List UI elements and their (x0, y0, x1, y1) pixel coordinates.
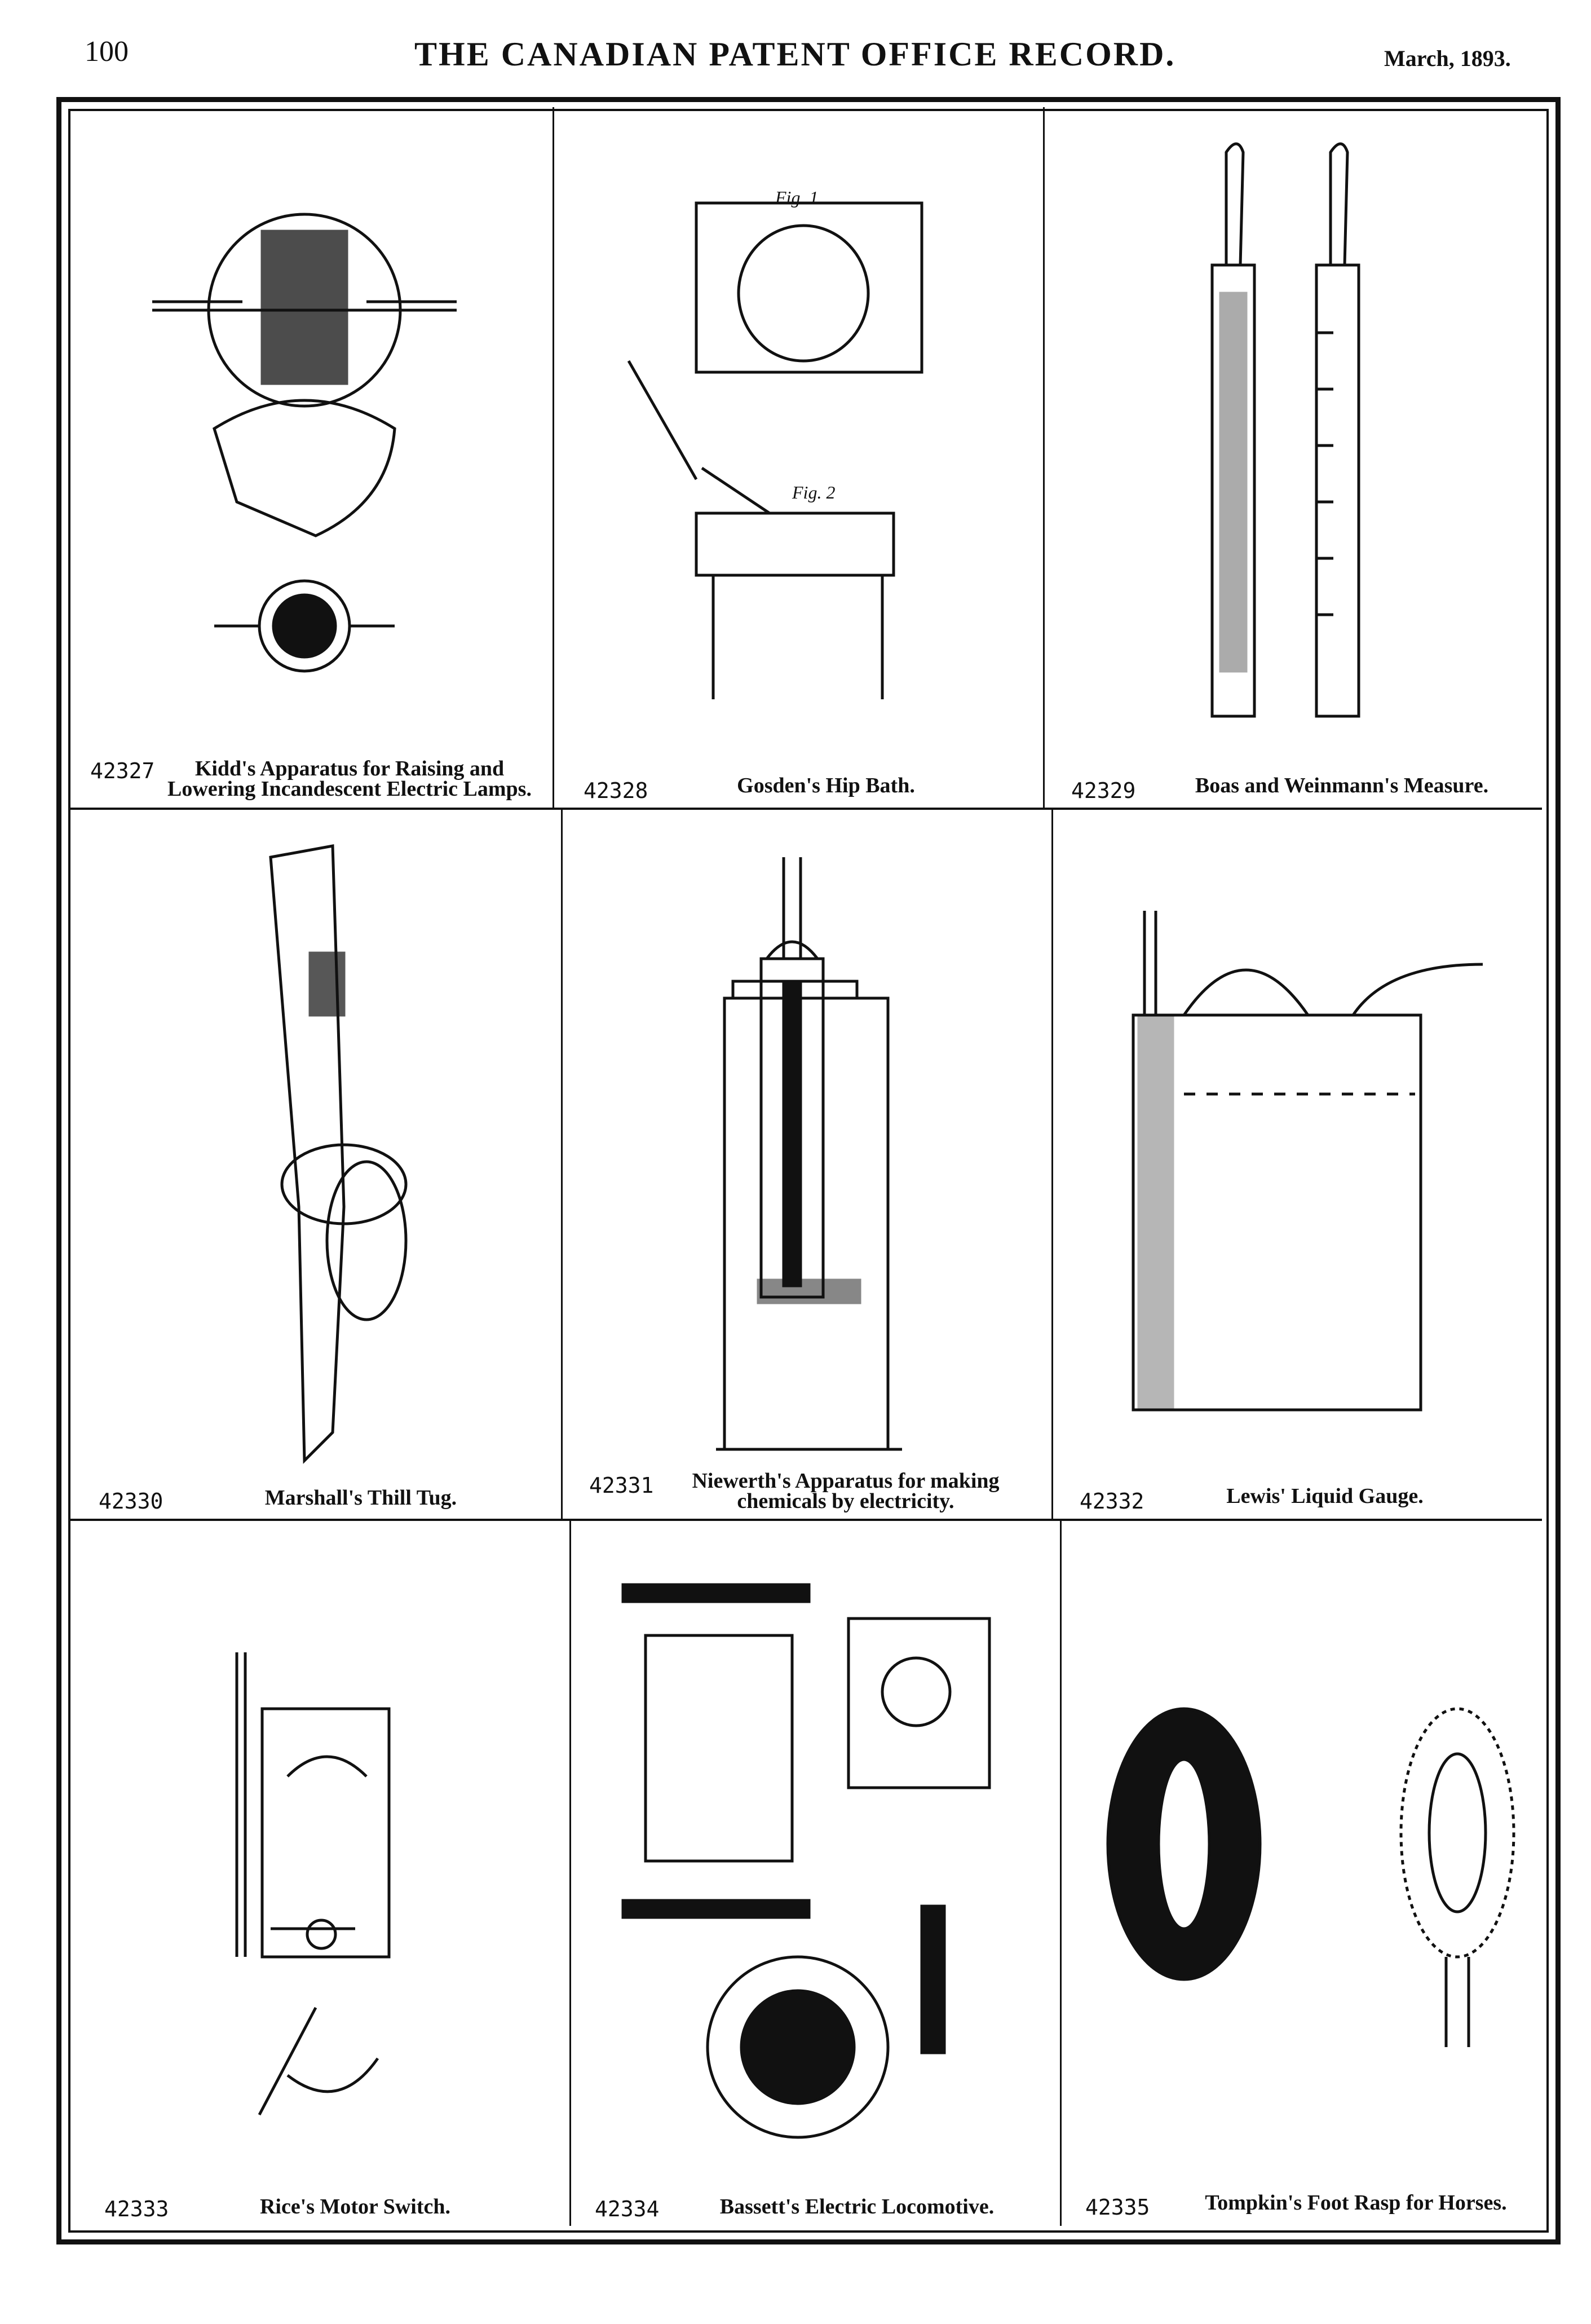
patent-title: Rice's Motor Switch. (259, 2195, 451, 2219)
page-title: THE CANADIAN PATENT OFFICE RECORD. (414, 36, 1176, 73)
patent-number: 42329 (1071, 778, 1136, 803)
issue-date: March, 1893. (1384, 46, 1511, 71)
lamp-apparatus-drawing (152, 213, 457, 673)
patent-title: Boas and Weinmann's Measure. (1195, 774, 1489, 797)
patent-number: 42335 (1085, 2195, 1150, 2220)
divider (569, 1521, 571, 2226)
patent-number: 42327 (90, 759, 155, 783)
patent-42333: 42333 Rice's Motor Switch. (73, 1523, 569, 2225)
patent-number: 42328 (584, 778, 648, 803)
divider (70, 808, 1542, 810)
divider (1043, 107, 1045, 809)
electrolysis-apparatus-drawing (716, 857, 902, 1451)
patent-title: Niewerth's Apparatus for making chemical… (692, 1469, 1000, 1513)
patent-title: Tompkin's Foot Rasp for Horses. (1205, 2191, 1507, 2215)
patent-42329: 42329 Boas and Weinmann's Measure. (1046, 107, 1542, 806)
electric-locomotive-drawing (621, 1583, 991, 2139)
patent-number: 42331 (589, 1473, 654, 1498)
patent-title: Bassett's Electric Locomotive. (719, 2195, 995, 2219)
patent-number: 42333 (104, 2197, 169, 2221)
patent-number: 42332 (1080, 1489, 1144, 1514)
patent-title: Kidd's Apparatus for Raising and Lowerin… (167, 757, 532, 801)
patent-42331: 42331 Niewerth's Apparatus for making ch… (564, 812, 1051, 1517)
hip-bath-drawing (627, 201, 923, 699)
patent-42328: Fig. 1 Fig. 2 42328 Gosden's Hip Bath. (555, 107, 1043, 806)
patent-title: Lewis' Liquid Gauge. (1226, 1484, 1424, 1508)
patent-title: Gosden's Hip Bath. (737, 774, 915, 797)
patent-42332: 42332 Lewis' Liquid Gauge. (1054, 812, 1542, 1517)
fig-label: Fig. 2 (792, 482, 836, 502)
foot-rasp-drawing (1106, 1707, 1515, 2047)
motor-switch-drawing (235, 1652, 391, 2116)
patent-number: 42334 (595, 2197, 660, 2221)
divider (553, 107, 554, 809)
patent-42330: 42330 Marshall's Thill Tug. (73, 812, 561, 1517)
divider (561, 810, 563, 1520)
divider (70, 1519, 1542, 1521)
plate-frame (56, 97, 1561, 2244)
fig-label: Fig. 1 (775, 187, 819, 208)
patent-42327: 42327 Kidd's Apparatus for Raising and L… (73, 107, 553, 806)
patent-42335: 42335 Tompkin's Foot Rasp for Horses. (1063, 1523, 1548, 2225)
divider (1051, 810, 1053, 1520)
liquid-gauge-drawing (1132, 911, 1483, 1412)
divider (1060, 1521, 1062, 2226)
measure-drawing (1210, 142, 1360, 718)
patent-42334: 42334 Bassett's Electric Locomotive. (572, 1523, 1060, 2225)
patent-title: Marshall's Thill Tug. (264, 1486, 457, 1510)
thill-tug-drawing (269, 844, 408, 1464)
patent-number: 42330 (99, 1489, 163, 1514)
page-number: 100 (85, 36, 129, 68)
